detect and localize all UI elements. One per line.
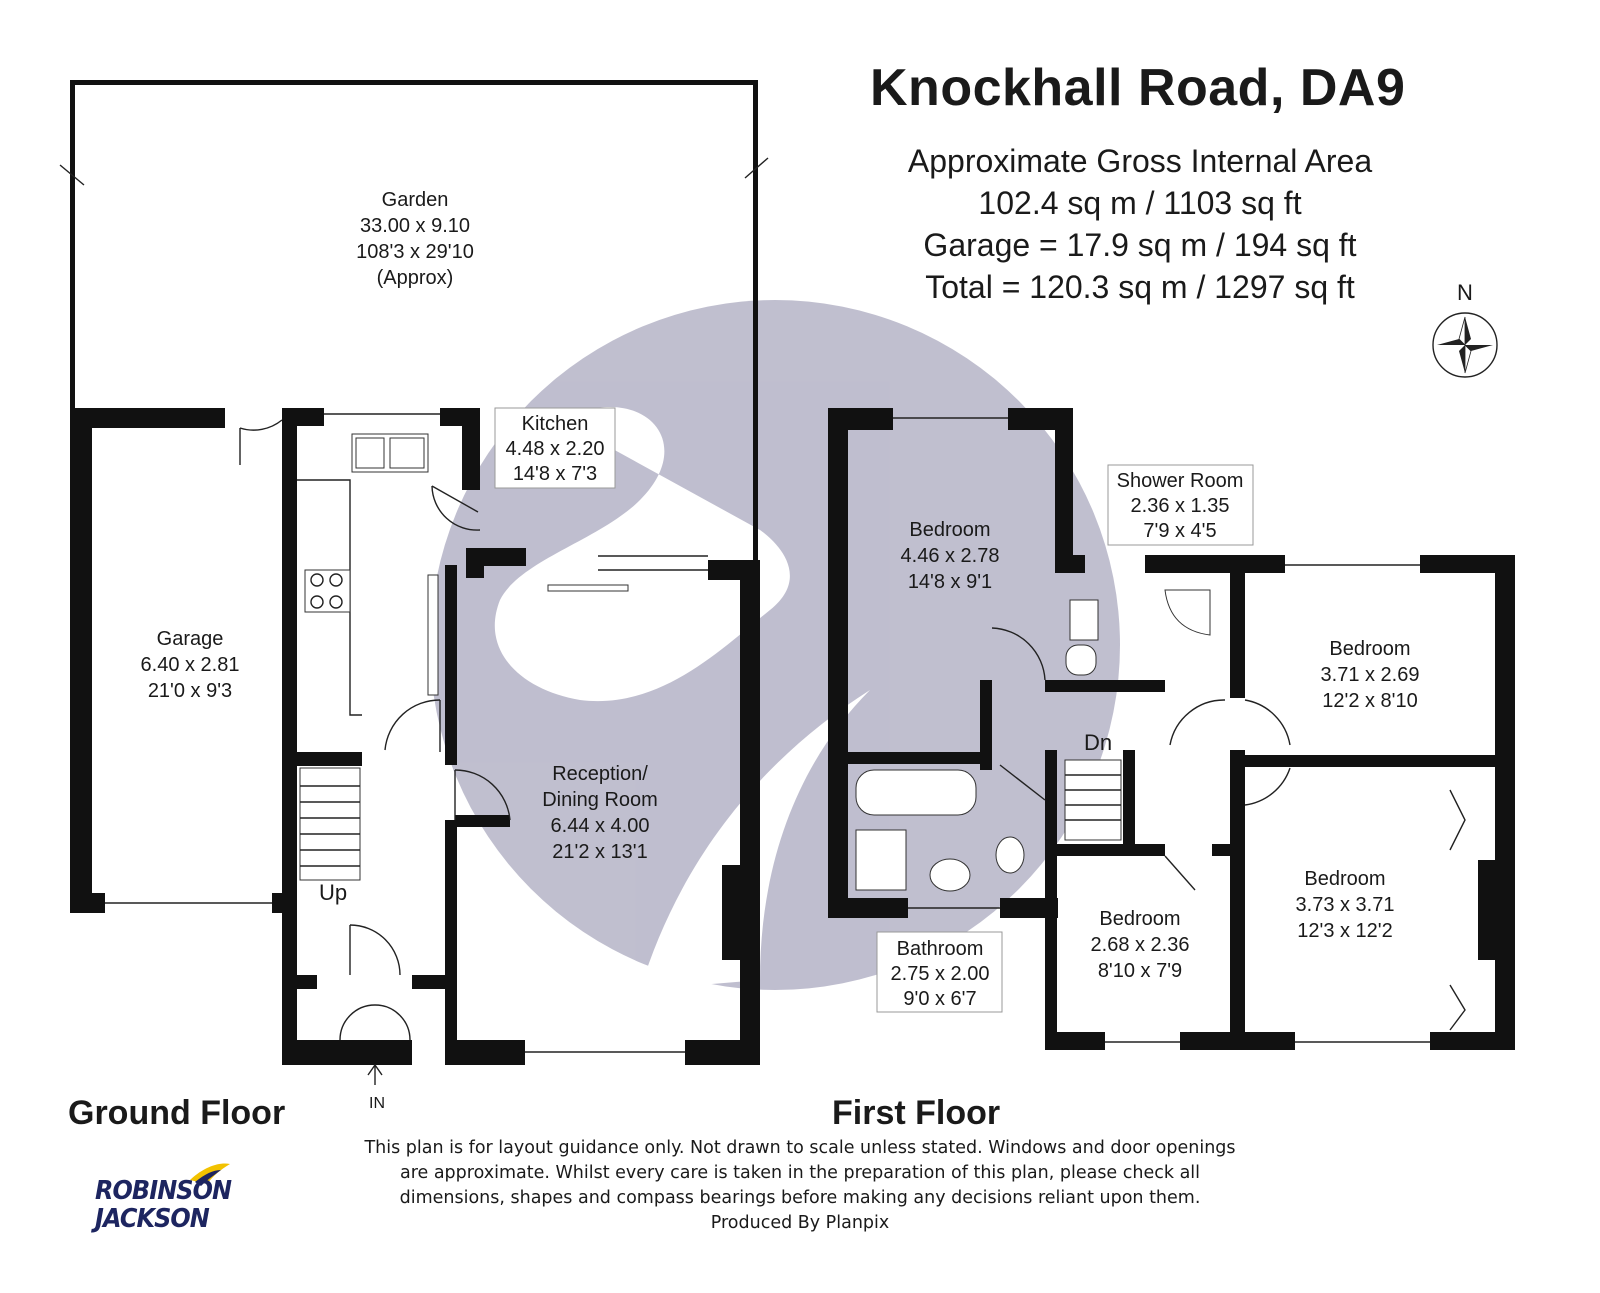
room-imperial: 12'2 x 8'10 [1322, 690, 1418, 712]
compass-north-label: N [1457, 280, 1473, 305]
area-internal: 102.4 sq m / 1103 sq ft [978, 185, 1302, 221]
stairs-up [299, 767, 361, 881]
room-name-2: Dining Room [542, 789, 658, 811]
disclaimer-credit: Produced By Planpix [710, 1213, 890, 1233]
stairs-down-label: Dn [1084, 730, 1112, 755]
room-garden: Garden 33.00 x 9.10 108'3 x 29'10 (Appro… [356, 189, 474, 289]
compass-rose-icon [1432, 312, 1498, 378]
house-walls-ground [282, 408, 760, 1065]
room-shower: Shower Room 2.36 x 1.35 7'9 x 4'5 [1107, 464, 1254, 546]
logo-line: ROBINSON [95, 1176, 232, 1206]
room-imperial: 21'0 x 9'3 [148, 680, 232, 702]
disclaimer-line: dimensions, shapes and compass bearings … [399, 1188, 1201, 1208]
area-heading: Approximate Gross Internal Area [907, 143, 1373, 179]
room-name: Bedroom [1329, 638, 1410, 660]
swift-icon [190, 1163, 230, 1186]
room-metric: 4.46 x 2.78 [901, 545, 1000, 567]
first-floor-label: First Floor [832, 1094, 1001, 1132]
room-metric: 6.44 x 4.00 [551, 815, 650, 837]
first-floor-fixtures [855, 589, 1466, 1031]
room-metric: 4.48 x 2.20 [506, 438, 605, 460]
room-name: Garden [382, 189, 449, 211]
ground-floor-plan [59, 80, 769, 1085]
room-name: Reception/ [552, 763, 648, 785]
first-floor-plan [828, 312, 1515, 1050]
room-name: Bedroom [1099, 908, 1180, 930]
room-imperial: 14'8 x 9'1 [908, 571, 992, 593]
room-imperial: 7'9 x 4'5 [1143, 520, 1216, 542]
room-imperial: 21'2 x 13'1 [552, 841, 648, 863]
garden-outline [59, 80, 769, 560]
room-reception: Reception/ Dining Room 6.44 x 4.00 21'2 … [542, 763, 658, 863]
room-metric: 3.71 x 2.69 [1321, 664, 1420, 686]
stairs-up-label: Up [319, 880, 347, 905]
room-imperial: 14'8 x 7'3 [513, 463, 597, 485]
disclaimer-line: are approximate. Whilst every care is ta… [399, 1163, 1201, 1183]
room-bedroom-front-right: Bedroom 3.73 x 3.71 12'3 x 12'2 [1296, 868, 1395, 942]
agent-logo: ROBINSON JACKSON [95, 1158, 245, 1238]
room-bathroom: Bathroom 2.75 x 2.00 9'0 x 6'7 [876, 931, 1003, 1013]
area-total: Total = 120.3 sq m / 1297 sq ft [925, 269, 1355, 305]
room-name: Shower Room [1117, 470, 1244, 492]
room-bedroom-front-left: Bedroom 4.46 x 2.78 14'8 x 9'1 [901, 519, 1000, 593]
house-walls-first [828, 408, 1515, 1050]
disclaimer-line: This plan is for layout guidance only. N… [364, 1138, 1236, 1158]
room-name: Bedroom [909, 519, 990, 541]
ground-floor-label: Ground Floor [68, 1094, 286, 1132]
room-garage: Garage 6.40 x 2.81 21'0 x 9'3 [141, 628, 240, 702]
room-kitchen: Kitchen 4.48 x 2.20 14'8 x 7'3 [494, 407, 616, 489]
room-metric: 33.00 x 9.10 [360, 215, 470, 237]
room-note: (Approx) [377, 267, 454, 289]
room-metric: 2.36 x 1.35 [1131, 495, 1230, 517]
entrance-label: IN [369, 1095, 385, 1112]
area-garage: Garage = 17.9 sq m / 194 sq ft [923, 227, 1357, 263]
room-name: Garage [157, 628, 224, 650]
room-metric: 6.40 x 2.81 [141, 654, 240, 676]
room-bedroom-rear-right: Bedroom 3.71 x 2.69 12'2 x 8'10 [1321, 638, 1420, 712]
disclaimer: This plan is for layout guidance only. N… [300, 1136, 1300, 1236]
room-imperial: 9'0 x 6'7 [903, 988, 976, 1010]
room-name: Kitchen [522, 413, 589, 435]
logo-line: JACKSON [95, 1204, 210, 1234]
kitchen-fixtures [297, 433, 629, 821]
room-imperial: 8'10 x 7'9 [1098, 960, 1182, 982]
room-imperial: 108'3 x 29'10 [356, 241, 474, 263]
property-title: Knockhall Road, DA9 [870, 59, 1406, 117]
room-metric: 3.73 x 3.71 [1296, 894, 1395, 916]
watermark-logo [430, 300, 1120, 990]
room-metric: 2.75 x 2.00 [891, 963, 990, 985]
room-metric: 2.68 x 2.36 [1091, 934, 1190, 956]
room-name: Bathroom [897, 938, 984, 960]
room-bedroom-small: Bedroom 2.68 x 2.36 8'10 x 7'9 [1091, 908, 1190, 982]
room-imperial: 12'3 x 12'2 [1297, 920, 1393, 942]
room-name: Bedroom [1304, 868, 1385, 890]
front-door [339, 924, 411, 1085]
